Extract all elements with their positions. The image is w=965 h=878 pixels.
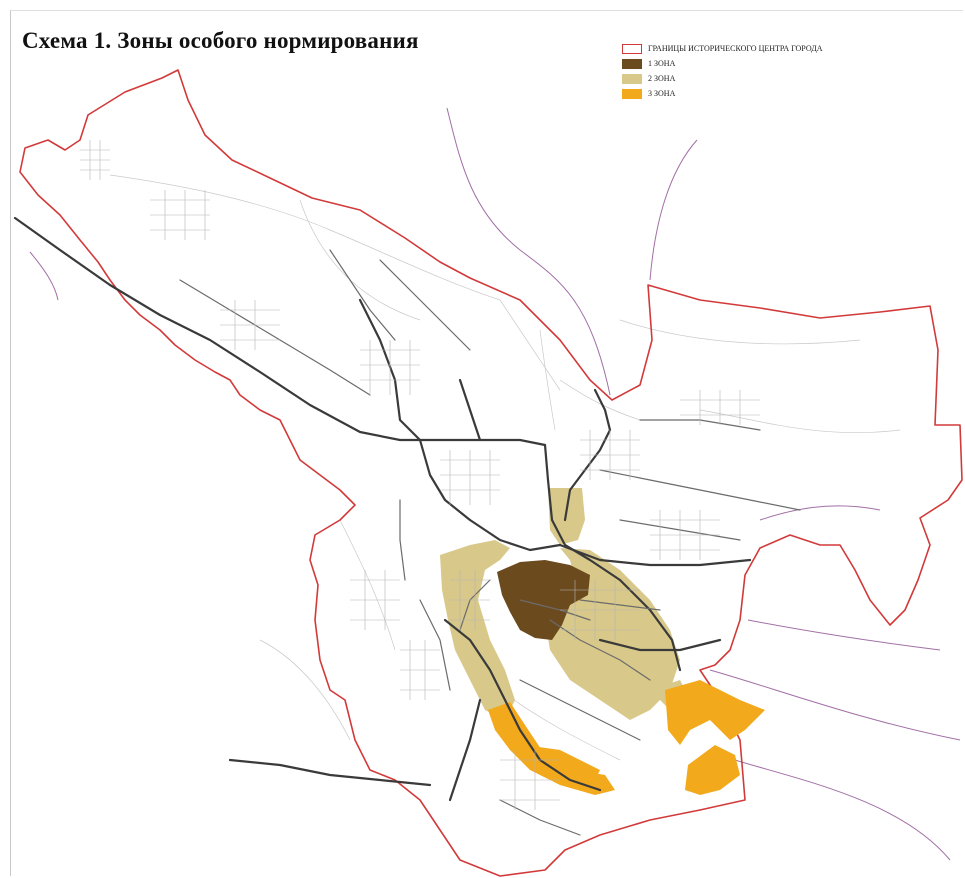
legend-item-boundary: ГРАНИЦЫ ИСТОРИЧЕСКОГО ЦЕНТРА ГОРОДА: [622, 42, 822, 55]
zone-3: [488, 680, 765, 795]
legend-item-zone-1: 1 ЗОНА: [622, 57, 822, 70]
major-roads: [13, 216, 752, 802]
zone-1: [497, 560, 590, 640]
map-title: Схема 1. Зоны особого нормирования: [22, 28, 419, 53]
legend-label: 1 ЗОНА: [648, 59, 676, 68]
legend-label: 2 ЗОНА: [648, 74, 676, 83]
legend-item-zone-2: 2 ЗОНА: [622, 72, 822, 85]
legend-swatch-zone-2: [622, 73, 642, 84]
street-grid: [80, 140, 760, 810]
terrain-lines: [109, 174, 901, 761]
legend-label: ГРАНИЦЫ ИСТОРИЧЕСКОГО ЦЕНТРА ГОРОДА: [648, 44, 823, 53]
legend-label: 3 ЗОНА: [648, 89, 676, 98]
map-frame: [10, 10, 963, 876]
legend-swatch-zone-1: [622, 58, 642, 69]
mid-roads: [179, 249, 801, 836]
historic-center-boundary: [19, 69, 963, 877]
map-legend: ГРАНИЦЫ ИСТОРИЧЕСКОГО ЦЕНТРА ГОРОДА 1 ЗО…: [622, 42, 822, 102]
legend-swatch-boundary: [622, 43, 642, 54]
legend-item-zone-3: 3 ЗОНА: [622, 87, 822, 100]
power-lines: [29, 107, 961, 861]
legend-swatch-zone-3: [622, 88, 642, 99]
